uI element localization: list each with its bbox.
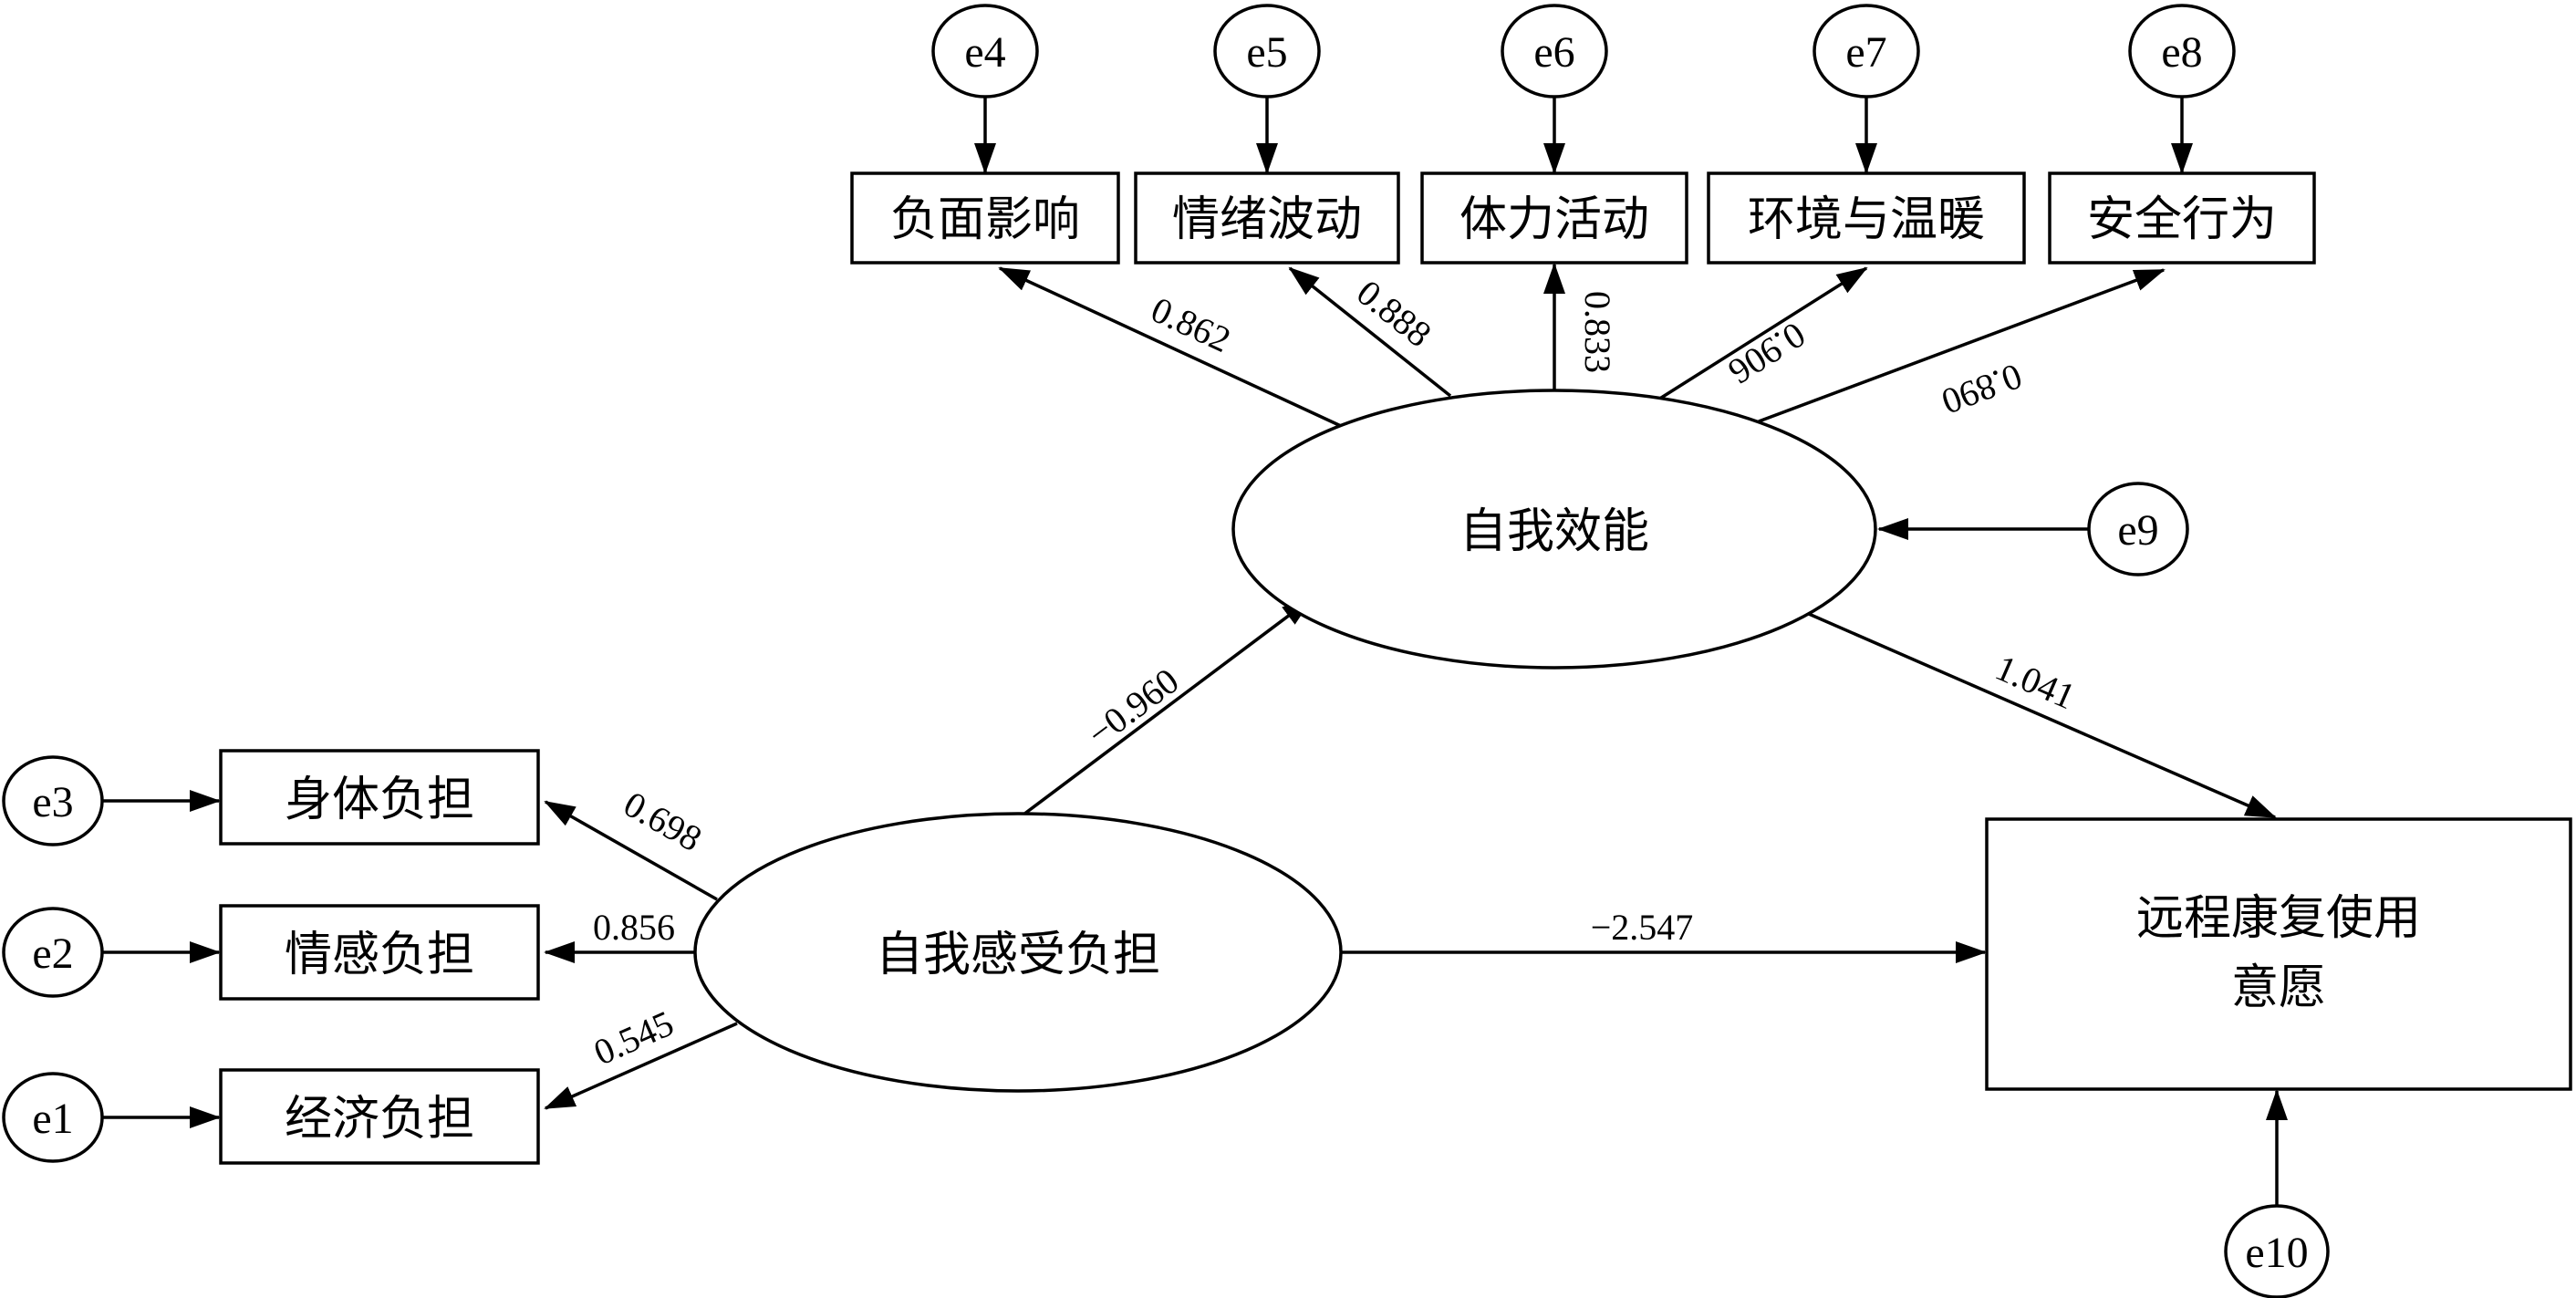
svg-text:经济负担: 经济负担: [285, 1092, 474, 1147]
error-node-e1: e1: [2, 1072, 104, 1163]
arrow-burden-to-economic-burden: [544, 1022, 738, 1110]
svg-text:e5: e5: [1246, 28, 1287, 77]
coef-efficacy-negative-impact: 0.862: [1145, 288, 1237, 360]
latent-self-perceived-burden: 自我感受负担: [693, 812, 1343, 1093]
arrow-burden-to-physical-burden: [544, 800, 718, 901]
coef-efficacy-safety-behavior: 0.890: [1937, 356, 2028, 423]
coef-efficacy-environment-warmth: 0.906: [1721, 314, 1813, 392]
observed-box-physical-activity: 体力活动: [1420, 171, 1688, 265]
svg-text:远程康复使用: 远程康复使用: [2136, 891, 2421, 946]
error-node-e5: e5: [1213, 4, 1321, 99]
svg-text:e7: e7: [1845, 28, 1886, 77]
arrow-efficacy-to-emotional-fluctuation: [1288, 266, 1452, 398]
coef-burden-economic-burden: 0.545: [587, 1002, 680, 1074]
latent-self-efficacy: 自我效能: [1231, 389, 1877, 670]
svg-text:体力活动: 体力活动: [1459, 192, 1649, 247]
svg-text:意愿: 意愿: [2231, 961, 2326, 1015]
coef-burden-to-outcome: −2.547: [1591, 907, 1694, 948]
svg-text:环境与温暖: 环境与温暖: [1748, 192, 1985, 247]
error-node-e7: e7: [1813, 4, 1920, 99]
svg-text:e8: e8: [2161, 28, 2202, 77]
coef-efficacy-to-outcome: 1.041: [1989, 647, 2081, 717]
observed-box-emotional-burden: 情感负担: [219, 904, 540, 1001]
observed-box-economic-burden: 经济负担: [219, 1068, 540, 1165]
svg-text:e9: e9: [2117, 506, 2158, 555]
svg-text:e6: e6: [1533, 28, 1574, 77]
arrow-efficacy-to-environment-warmth: [1657, 266, 1868, 401]
coef-efficacy-emotional-fluctuation: 0.888: [1349, 272, 1439, 355]
error-node-e9: e9: [2087, 482, 2189, 576]
observed-box-physical-burden: 身体负担: [219, 749, 540, 846]
coef-burden-to-efficacy: −0.960: [1079, 659, 1186, 754]
svg-text:自我效能: 自我效能: [1459, 504, 1649, 559]
svg-text:情绪波动: 情绪波动: [1172, 192, 1362, 247]
observed-box-safety-behavior: 安全行为: [2048, 171, 2316, 265]
coef-burden-physical-burden: 0.698: [617, 783, 708, 859]
arrow-efficacy-to-outcome: [1802, 609, 2277, 819]
error-node-e10: e10: [2224, 1204, 2330, 1298]
svg-text:e1: e1: [32, 1095, 73, 1143]
error-node-e6: e6: [1501, 4, 1608, 99]
svg-text:情感负担: 情感负担: [285, 928, 474, 982]
svg-text:自我感受负担: 自我感受负担: [876, 928, 1160, 982]
error-node-e4: e4: [931, 4, 1039, 99]
svg-text:e10: e10: [2245, 1229, 2308, 1277]
error-node-e8: e8: [2128, 4, 2236, 99]
error-node-e2: e2: [2, 907, 104, 998]
svg-text:负面影响: 负面影响: [890, 192, 1080, 247]
observed-box-environment-warmth: 环境与温暖: [1707, 171, 2026, 265]
arrow-efficacy-to-safety-behavior: [1758, 268, 2166, 423]
svg-text:安全行为: 安全行为: [2087, 192, 2277, 247]
svg-text:身体负担: 身体负担: [285, 773, 474, 827]
observed-box-negative-impact: 负面影响: [850, 171, 1120, 265]
coef-efficacy-physical-activity: 0.833: [1577, 291, 1618, 373]
svg-text:e2: e2: [32, 929, 73, 978]
arrow-burden-to-efficacy: [1018, 597, 1314, 819]
svg-text:e3: e3: [32, 778, 73, 826]
coef-burden-emotional-burden: 0.856: [593, 907, 675, 948]
arrow-efficacy-to-negative-impact: [998, 266, 1342, 428]
error-node-e3: e3: [2, 755, 104, 846]
svg-text:e4: e4: [964, 28, 1005, 77]
outcome-box-telerehab-intention: 远程康复使用 意愿: [1985, 817, 2572, 1091]
observed-box-emotional-fluctuation: 情绪波动: [1134, 171, 1400, 265]
